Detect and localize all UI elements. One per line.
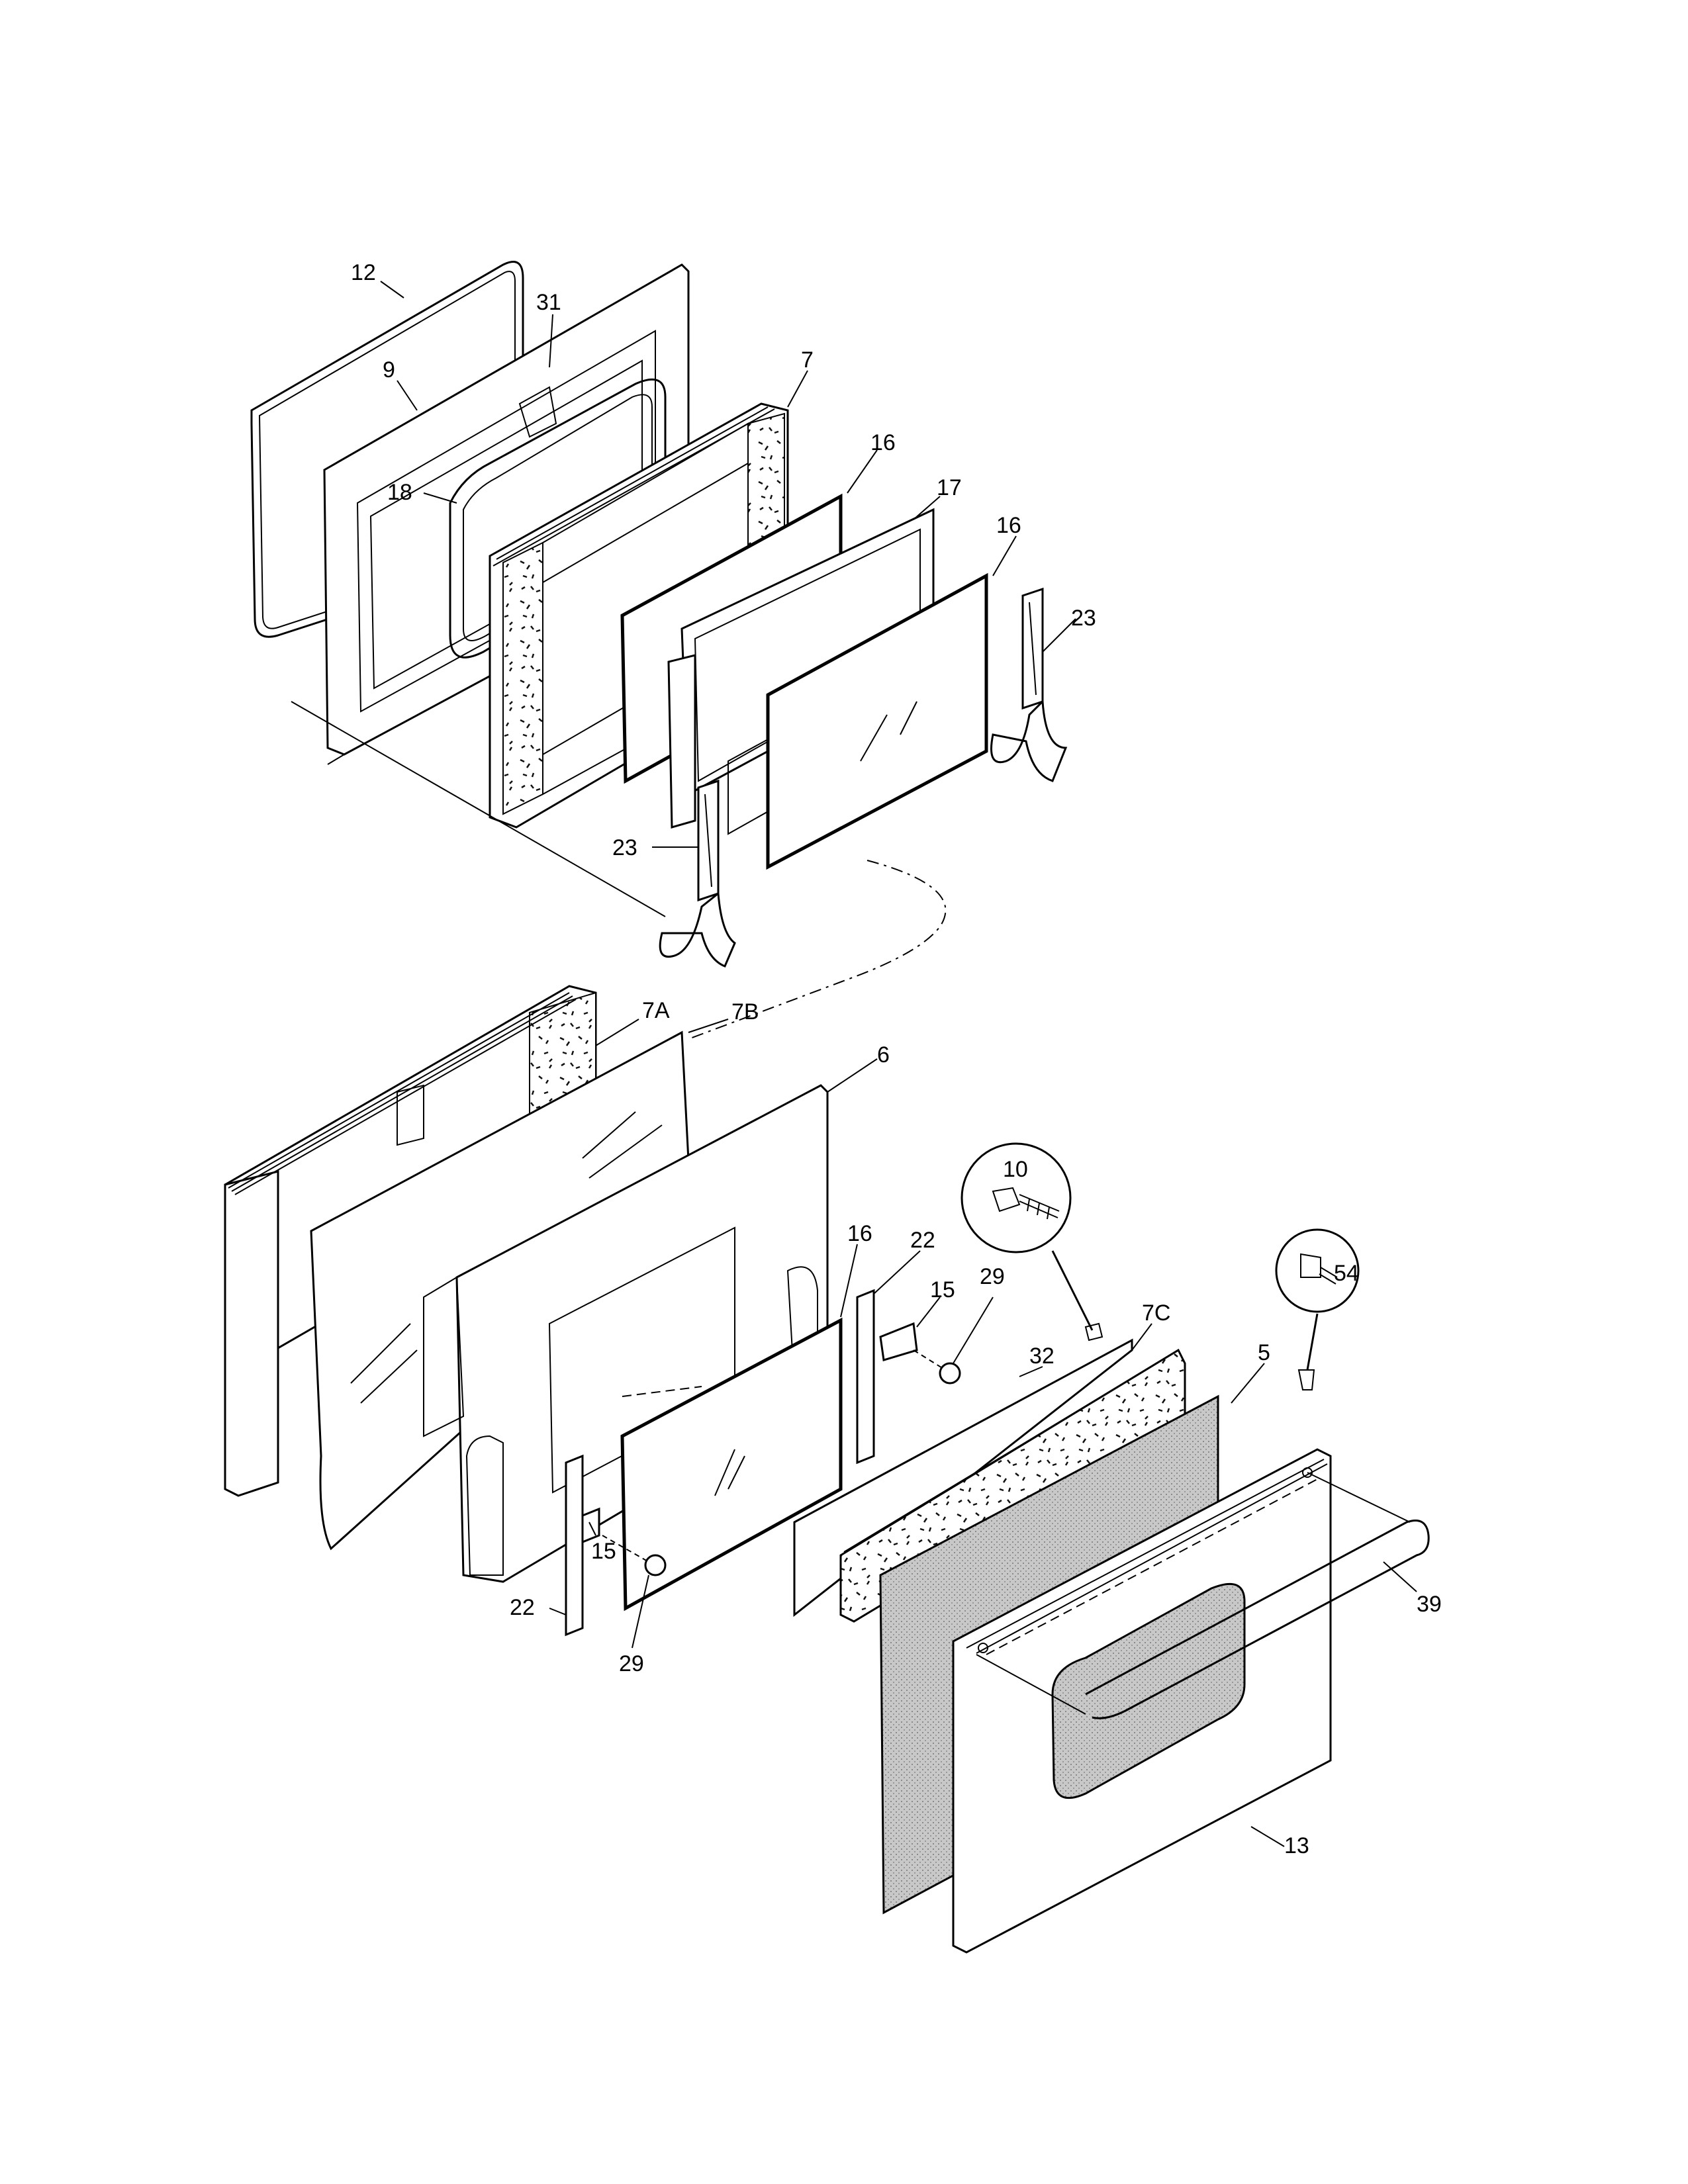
callout-10: 10 bbox=[1003, 1157, 1028, 1182]
callout-17: 17 bbox=[937, 475, 962, 500]
callout-23-left: 23 bbox=[612, 835, 637, 860]
callout-39: 39 bbox=[1417, 1592, 1442, 1617]
callout-9: 9 bbox=[383, 357, 395, 383]
callout-6: 6 bbox=[877, 1042, 890, 1068]
callout-13: 13 bbox=[1284, 1833, 1309, 1858]
screw-detail-54 bbox=[1275, 1228, 1360, 1390]
callout-18: 18 bbox=[387, 480, 412, 505]
callout-7: 7 bbox=[801, 347, 814, 373]
screw-detail-10 bbox=[961, 1142, 1103, 1342]
glass-support-17 bbox=[667, 508, 941, 835]
callout-leaders bbox=[380, 281, 1417, 1847]
glass-16-upper-b bbox=[766, 572, 988, 870]
hinge-23-right bbox=[990, 587, 1068, 782]
bracket-22-bottom bbox=[565, 1454, 584, 1637]
nut-29-top bbox=[939, 1362, 961, 1385]
callout-16-upper-a: 16 bbox=[870, 430, 896, 455]
callout-5: 5 bbox=[1258, 1340, 1270, 1365]
callout-7A: 7A bbox=[642, 998, 670, 1023]
handle-39 bbox=[1085, 1472, 1430, 1719]
callout-29-top: 29 bbox=[980, 1264, 1005, 1289]
bracket-22-top bbox=[856, 1289, 875, 1465]
callout-15-top: 15 bbox=[930, 1277, 955, 1302]
callout-12: 12 bbox=[351, 260, 376, 285]
callout-23-right: 23 bbox=[1071, 606, 1096, 631]
dash-dot-connector bbox=[688, 860, 947, 1040]
dash-connector-lower bbox=[622, 1386, 702, 1397]
callout-22-bottom: 22 bbox=[510, 1595, 535, 1620]
callout-15-bottom: 15 bbox=[591, 1539, 616, 1564]
callout-31: 31 bbox=[536, 290, 561, 315]
callout-16-upper-b: 16 bbox=[996, 513, 1021, 538]
callout-54: 54 bbox=[1334, 1261, 1359, 1286]
glass-16-middle bbox=[620, 1317, 843, 1612]
callout-16-middle: 16 bbox=[847, 1221, 872, 1246]
clip-15-top bbox=[879, 1322, 918, 1361]
leader-line bbox=[291, 701, 666, 917]
nut-29-bottom bbox=[644, 1554, 667, 1576]
callout-7C: 7C bbox=[1142, 1300, 1170, 1326]
hinge-23-left bbox=[659, 779, 736, 968]
callout-7B: 7B bbox=[731, 999, 759, 1024]
callout-labels: 12 31 9 7 16 18 17 16 23 23 7A 7B 6 10 1… bbox=[351, 260, 1442, 1858]
callout-29-bottom: 29 bbox=[619, 1651, 644, 1676]
callout-32: 32 bbox=[1029, 1343, 1055, 1369]
callout-22-top: 22 bbox=[910, 1228, 935, 1253]
leader-line-13 bbox=[976, 1654, 1086, 1715]
